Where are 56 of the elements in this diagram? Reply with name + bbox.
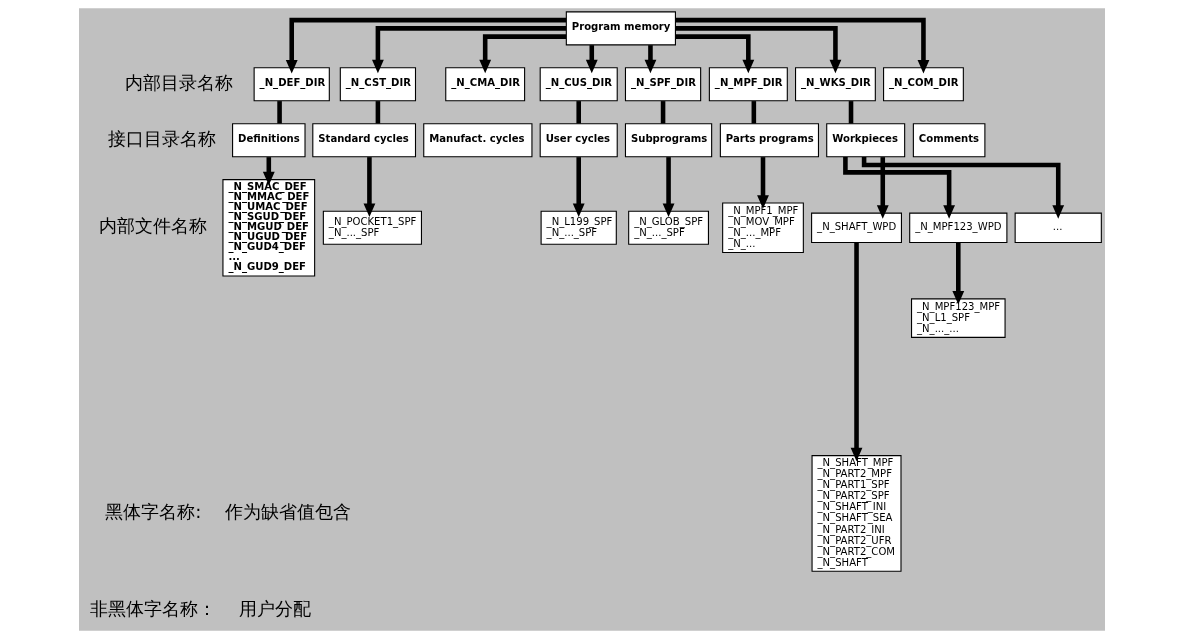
arrow [756, 157, 769, 209]
arrow [644, 45, 656, 74]
node-box: User cycles [539, 123, 618, 158]
arrow [842, 157, 955, 219]
node-box: _N_MPF_DIR [708, 67, 788, 102]
arrow [675, 34, 754, 74]
node-box: _N_MPF123_WPD [908, 212, 1007, 244]
label: 用户分配 [238, 598, 311, 620]
label: 内部目录名称 [124, 71, 233, 93]
connector [375, 101, 380, 124]
node-box: _N_CST_DIR [339, 67, 416, 102]
node-box: Workpieces [825, 123, 905, 158]
label: 黑体字名称: [104, 501, 201, 523]
node-box: Manufact. cycles [422, 123, 532, 158]
node-box: _N_CUS_DIR [539, 67, 618, 102]
node-box: Comments [912, 123, 985, 158]
label: 作为缺省值包含 [224, 501, 351, 523]
arrow [951, 242, 964, 305]
node-box: _N_CMA_DIR [444, 67, 525, 102]
arrow [876, 157, 889, 219]
arrow [371, 26, 566, 74]
node-box: _N_SPF_DIR [624, 67, 701, 102]
node-box: _N_POCKET1_SPF _N_..._SPF [322, 210, 422, 245]
node-box: Subprograms [624, 123, 712, 158]
node-box: Parts programs [719, 123, 819, 158]
node-box: Standard cycles [311, 123, 416, 158]
node-box: Definitions [231, 123, 306, 158]
label: 非黑体字名称： [89, 598, 216, 620]
arrow [850, 242, 862, 462]
arrow [675, 17, 929, 74]
arrow [285, 17, 566, 74]
connector [660, 101, 665, 124]
node-box: _N_DEF_DIR [253, 67, 330, 102]
label: 接口目录名称 [107, 127, 216, 149]
arrow [675, 26, 841, 74]
node-box: ... [1014, 212, 1102, 244]
node-box: _N_GLOB_SPF _N_..._SPF [627, 210, 709, 245]
node-box: _N_COM_DIR [882, 67, 964, 102]
connector [276, 101, 282, 124]
node-box: _N_L199_SPF _N_..._SPF [540, 210, 617, 245]
node-box: _N_SMAC_DEF _N_MMAC_DEF _N_UMAC_DEF _N_SGUD_DEF _N_MGUD_DEF _N_UGUD_DEF _N_GUD4_DEF ... _N_GUD9_DEF [221, 179, 315, 277]
connector [751, 101, 756, 124]
node-box: _N_SHAFT_MPF _N_PART2_MPF _N_PART1_SPF _N_PART2_SPF _N_SHAFT_INI _N_SHAFT_SEA _N_PART2_INI _N_PART2_UFR _N_PART2_COM _N_SHAFT [811, 455, 902, 572]
node-box: _N_MPF123_MPF _N_L1_SPF _N_..._... [910, 298, 1006, 338]
node-box: _N_MPF1_MPF _N_MOV_MPF _N_..._MPF _N_... [721, 202, 804, 254]
arrow [585, 45, 598, 74]
arrow [662, 157, 674, 217]
arrow [363, 157, 375, 217]
arrow [478, 34, 566, 74]
node-box: _N_WKS_DIR [794, 67, 876, 102]
node-box: _N_SHAFT_WPD [810, 212, 902, 244]
node-box: Program memory [565, 11, 676, 46]
connector [575, 101, 581, 124]
arrow [572, 157, 585, 217]
arrow [861, 156, 1064, 219]
connector [848, 101, 853, 124]
